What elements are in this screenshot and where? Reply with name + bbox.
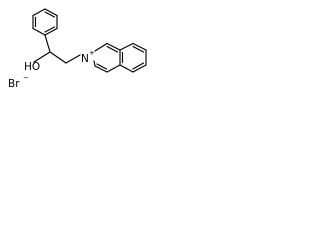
nitrogen-label: N <box>81 53 89 65</box>
c-o-bond <box>33 51 51 63</box>
ring-bond <box>119 42 134 51</box>
ring-double-bond <box>106 45 119 53</box>
ring-bond <box>132 42 147 51</box>
phenyl-bond <box>32 27 46 36</box>
phenyl-bond <box>44 27 58 36</box>
ring-double-bond <box>132 45 145 53</box>
bromide-label: Br <box>8 78 20 90</box>
chain-bond <box>44 34 51 53</box>
chemical-structure: HO N + Br − <box>8 8 147 90</box>
ring-bond <box>106 42 121 51</box>
phenyl-double-bond <box>44 11 56 18</box>
ring-double-bond <box>96 63 108 70</box>
ring-bond <box>93 60 96 67</box>
phenyl-bond <box>44 8 58 17</box>
ring-bond <box>94 42 108 52</box>
ring-bond <box>119 64 134 73</box>
bromide-charge: − <box>23 74 29 82</box>
phenyl-ring <box>32 8 58 36</box>
pyridinium-ring <box>93 42 121 73</box>
chain-bond <box>49 51 67 64</box>
phenyl-double-bond <box>44 26 56 33</box>
side-chain <box>33 34 81 64</box>
phenyl-bond <box>32 8 46 17</box>
ring-bond <box>106 64 121 73</box>
benzo-ring <box>119 42 147 73</box>
ring-double-bond <box>132 62 145 70</box>
nitrogen-charge: + <box>89 49 95 57</box>
c-n-bond <box>65 54 81 64</box>
ring-bond <box>132 64 147 73</box>
hydroxyl-label: HO <box>24 61 40 73</box>
ring-bond <box>94 65 108 73</box>
